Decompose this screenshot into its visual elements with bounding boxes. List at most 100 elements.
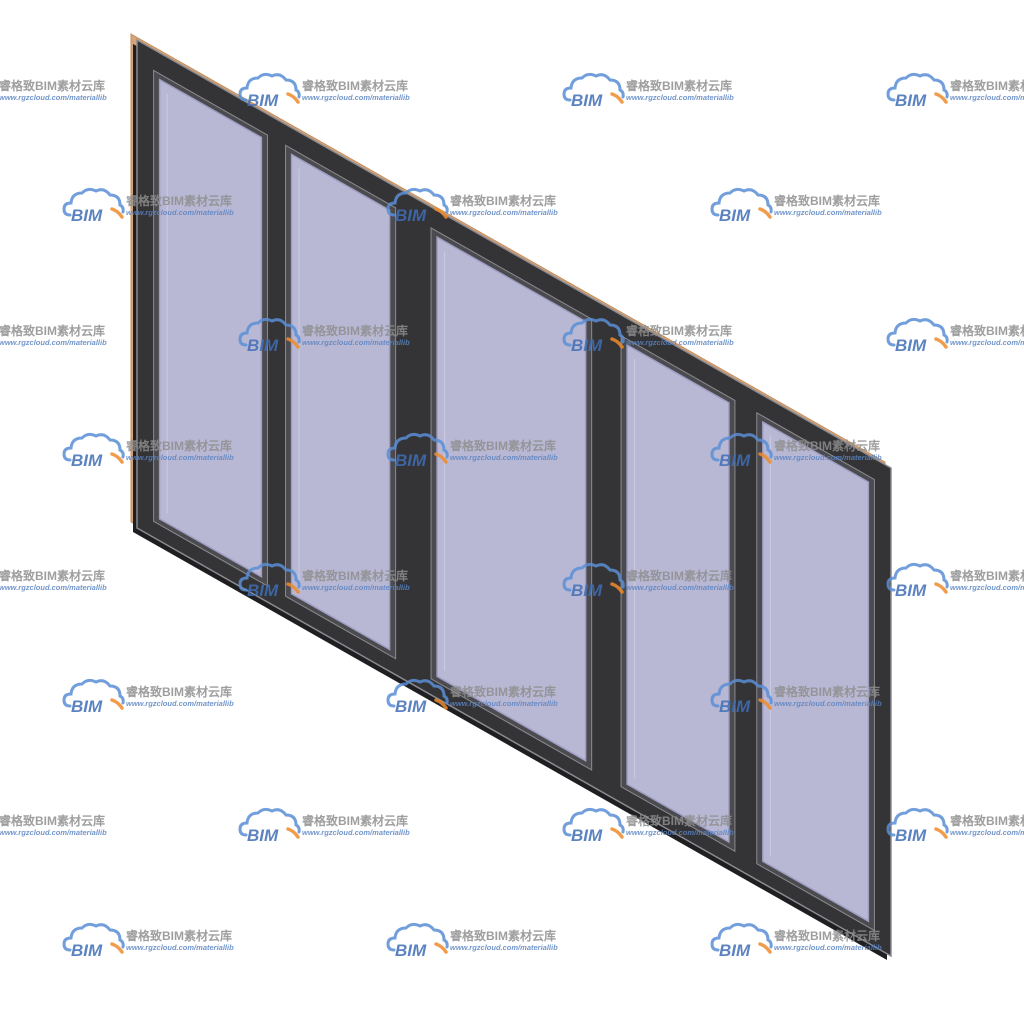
watermark: BIM睿格致BIM素材云库www.rgzcloud.com/materialli… (886, 70, 1024, 114)
watermark-title: 睿格致BIM素材云库 (126, 194, 232, 208)
watermark-title: 睿格致BIM素材云库 (0, 814, 105, 828)
watermark-url: www.rgzcloud.com/materiallib (0, 93, 107, 102)
watermark-title: 睿格致BIM素材云库 (626, 814, 732, 828)
watermark-title: 睿格致BIM素材云库 (450, 194, 556, 208)
watermark-title: 睿格致BIM素材云库 (0, 79, 105, 93)
cloud-logo-icon: BIM (710, 432, 773, 470)
watermark-url: www.rgzcloud.com/materiallib (302, 828, 410, 837)
watermark-url: www.rgzcloud.com/materiallib (0, 828, 107, 837)
bim-logo-icon: BIM (247, 581, 279, 600)
glass-pane-1 (158, 78, 263, 578)
cloud-logo-icon: BIM (886, 562, 949, 600)
watermark-url: www.rgzcloud.com/materiallib (0, 583, 107, 592)
watermark-url: www.rgzcloud.com/materiallib (774, 453, 882, 462)
watermark-url: www.rgzcloud.com/materiallib (450, 453, 558, 462)
bim-logo-icon: BIM (395, 697, 427, 716)
watermark: BIM睿格致BIM素材云库www.rgzcloud.com/materialli… (886, 805, 1024, 849)
watermark: BIM睿格致BIM素材云库www.rgzcloud.com/materialli… (886, 315, 1024, 359)
bim-logo-icon: BIM (719, 206, 751, 225)
cloud-logo-icon: BIM (710, 922, 773, 960)
cloud-logo-icon: BIM (62, 187, 125, 225)
bim-logo-icon: BIM (395, 206, 427, 225)
watermark-url: www.rgzcloud.com/materiallib (126, 208, 234, 217)
watermark-url: www.rgzcloud.com/materiallib (126, 453, 234, 462)
bim-logo-icon: BIM (895, 336, 927, 355)
watermark-title: 睿格致BIM素材云库 (774, 194, 880, 208)
cloud-logo-icon: BIM (62, 678, 125, 716)
bim-logo-icon: BIM (71, 941, 103, 960)
cloud-logo-icon: BIM (62, 432, 125, 470)
watermark-url: www.rgzcloud.com/materiallib (626, 583, 734, 592)
watermark-url: www.rgzcloud.com/materiallib (626, 828, 734, 837)
watermark-title: 睿格致BIM素材云库 (450, 685, 556, 699)
cloud-logo-icon: BIM (386, 678, 449, 716)
watermark-title: 睿格致BIM素材云库 (126, 439, 232, 453)
watermark-url: www.rgzcloud.com/materiallib (302, 93, 410, 102)
cloud-logo-icon: BIM (886, 807, 949, 845)
watermark-title: 睿格致BIM素材云库 (626, 569, 732, 583)
cloud-logo-icon: BIM (562, 562, 625, 600)
watermark-url: www.rgzcloud.com/materiallib (950, 583, 1024, 592)
watermark-url: www.rgzcloud.com/materiallib (774, 699, 882, 708)
watermark: BIM睿格致BIM素材云库www.rgzcloud.com/materialli… (0, 315, 125, 359)
watermark-url: www.rgzcloud.com/materiallib (0, 338, 107, 347)
cloud-logo-icon: BIM (238, 807, 301, 845)
watermark-title: 睿格致BIM素材云库 (450, 929, 556, 943)
bim-logo-icon: BIM (71, 206, 103, 225)
watermark-title: 睿格致BIM素材云库 (950, 569, 1024, 583)
cloud-logo-icon: BIM (238, 562, 301, 600)
bim-logo-icon: BIM (895, 826, 927, 845)
bim-logo-icon: BIM (719, 941, 751, 960)
watermark-url: www.rgzcloud.com/materiallib (450, 699, 558, 708)
cloud-logo-icon: BIM (886, 317, 949, 355)
watermark-url: www.rgzcloud.com/materiallib (302, 338, 410, 347)
watermark-title: 睿格致BIM素材云库 (950, 324, 1024, 338)
watermark-url: www.rgzcloud.com/materiallib (774, 943, 882, 952)
watermark-title: 睿格致BIM素材云库 (450, 439, 556, 453)
bim-logo-icon: BIM (571, 581, 603, 600)
watermark-title: 睿格致BIM素材云库 (774, 685, 880, 699)
cloud-logo-icon: BIM (562, 807, 625, 845)
bim-logo-icon: BIM (719, 451, 751, 470)
watermark-title: 睿格致BIM素材云库 (626, 79, 732, 93)
watermark-title: 睿格致BIM素材云库 (774, 929, 880, 943)
watermark-url: www.rgzcloud.com/materiallib (302, 583, 410, 592)
cloud-logo-icon: BIM (710, 187, 773, 225)
glass-pane-5 (762, 420, 870, 923)
cloud-logo-icon: BIM (710, 678, 773, 716)
watermark-url: www.rgzcloud.com/materiallib (450, 208, 558, 217)
watermark-title: 睿格致BIM素材云库 (0, 324, 105, 338)
cloud-logo-icon: BIM (562, 72, 625, 110)
bim-logo-icon: BIM (571, 826, 603, 845)
watermark-title: 睿格致BIM素材云库 (626, 324, 732, 338)
